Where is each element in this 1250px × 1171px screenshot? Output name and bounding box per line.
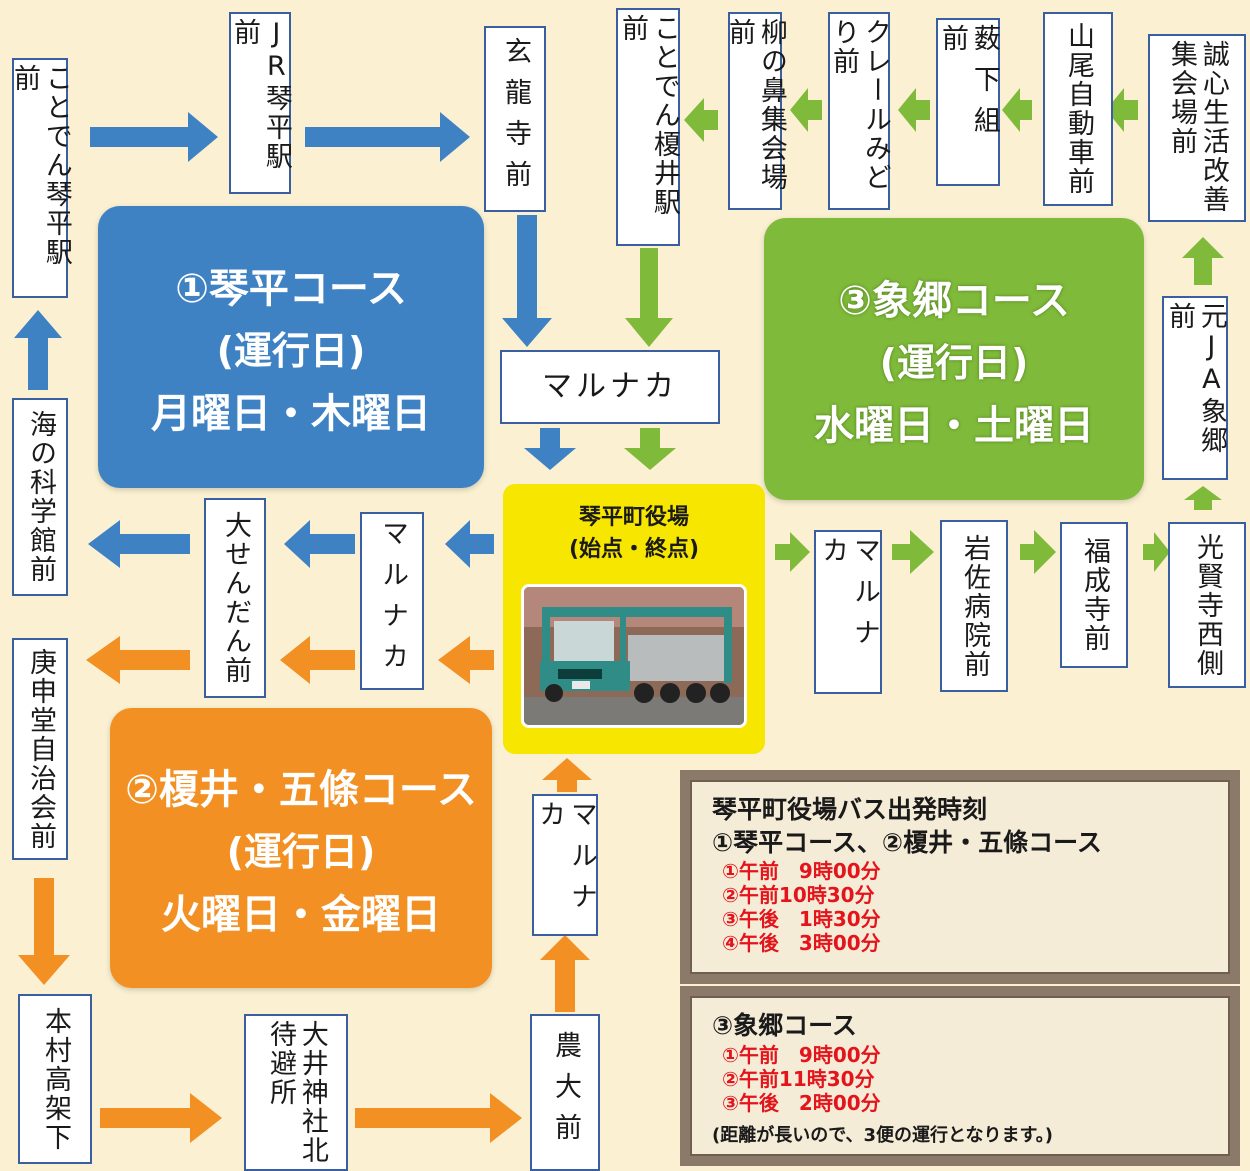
arrow-orange-8 <box>542 758 592 792</box>
arrow-orange-3 <box>86 636 190 684</box>
course-zogo-days: 水曜日・土曜日 <box>814 402 1094 449</box>
stop-seishin: 誠心生活改善集会場前 <box>1148 34 1246 222</box>
arrow-orange-2 <box>280 636 355 684</box>
course-kotohira-days: 月曜日・木曜日 <box>151 390 431 437</box>
course-kotohira-name: ①琴平コース <box>175 265 407 312</box>
timetable-time: ①午前 9時00分 <box>722 859 881 883</box>
course-enai-gojo-days-label: (運行日) <box>226 829 376 874</box>
course-zogo-panel: ③象郷コース (運行日) 水曜日・土曜日 <box>764 218 1144 500</box>
arrow-blue-5 <box>445 520 494 568</box>
hub-subtitle: (始点・終点) <box>568 536 700 562</box>
timetable-time: ②午前10時30分 <box>722 883 875 907</box>
timetable-course-3: ③象郷コース <box>712 1011 857 1040</box>
stop-honmura: 本村高架下 <box>18 994 92 1164</box>
arrow-blue-1 <box>90 112 218 162</box>
timetable-board-1: 琴平町役場バス出発時刻 ①琴平コース、②榎井・五條コース ①午前 9時00分 ②… <box>680 770 1240 984</box>
course-enai-gojo-days: 火曜日・金曜日 <box>161 891 441 938</box>
arrow-green-12 <box>790 88 822 132</box>
arrow-green-7 <box>1184 486 1222 510</box>
arrow-green-5 <box>1020 530 1056 574</box>
course-zogo-days-label: (運行日) <box>879 340 1029 385</box>
bus-photo <box>521 584 747 728</box>
timetable-courses-1-2: ①琴平コース、②榎井・五條コース <box>712 827 1102 857</box>
timetable-title: 琴平町役場バス出発時刻 <box>712 795 988 824</box>
stop-yabushita: 薮下組前 <box>936 18 1000 186</box>
stop-koshindo: 庚申堂自治会前 <box>12 638 68 860</box>
stop-marunaka-right: マルナカ <box>814 530 882 694</box>
stop-marunaka-left: マルナカ <box>360 512 424 690</box>
stop-oi-jinja: 大井神社北待避所 <box>244 1014 348 1171</box>
arrow-green-10 <box>1002 88 1032 132</box>
arrow-blue-4 <box>524 428 576 470</box>
arrow-orange-7 <box>540 935 590 1012</box>
stop-iwasa: 岩佐病院前 <box>940 520 1008 692</box>
arrow-green-2 <box>624 428 676 470</box>
arrow-blue-2 <box>305 112 470 162</box>
stop-jr-kotohira: JR琴平駅前 <box>229 12 292 194</box>
arrow-blue-8 <box>14 310 62 390</box>
stop-marunaka-bottom: マルナカ <box>532 794 598 936</box>
stop-yamao: 山尾自動車前 <box>1043 12 1113 206</box>
timetable-board-2: ③象郷コース ①午前 9時00分 ②午前11時30分 ③午後 2時00分 (距離… <box>680 986 1240 1166</box>
stop-yanagi: 柳の鼻集会場前 <box>724 12 787 210</box>
hub-title: 琴平町役場 <box>578 505 689 530</box>
arrow-orange-4 <box>18 878 70 985</box>
course-enai-gojo-panel: ②榎井・五條コース (運行日) 火曜日・金曜日 <box>110 708 492 988</box>
timetable-note: (距離が長いので、3便の運行となります。) <box>712 1124 1053 1146</box>
arrow-orange-1 <box>438 636 494 684</box>
arrow-green-1 <box>625 248 673 347</box>
course-enai-gojo-name: ②榎井・五條コース <box>125 766 477 813</box>
stop-marunaka-top: マルナカ <box>500 350 720 424</box>
arrow-blue-7 <box>88 520 190 568</box>
timetable-time: ②午前11時30分 <box>722 1066 875 1091</box>
timetable-time: ④午後 3時00分 <box>722 931 881 955</box>
timetable-time: ③午後 2時00分 <box>722 1090 881 1115</box>
timetable-time: ③午後 1時30分 <box>722 907 881 931</box>
stop-kotoden-kotohira: ことでん琴平駅前 <box>9 58 72 298</box>
arrow-green-11 <box>898 88 930 132</box>
arrow-orange-5 <box>100 1093 222 1143</box>
stop-daisendan: 大せんだん前 <box>204 498 266 698</box>
stop-kotoden-enai: ことでん榎井駅前 <box>616 8 680 246</box>
course-zogo-name: ③象郷コース <box>838 277 1070 324</box>
arrow-green-3 <box>775 532 810 572</box>
arrow-green-9 <box>1106 88 1138 132</box>
hub-town-office: 琴平町役場 (始点・終点) <box>503 484 765 754</box>
arrow-green-4 <box>892 530 934 574</box>
timetable-time: ①午前 9時00分 <box>722 1042 881 1067</box>
stop-moto-ja: 元JA象郷前 <box>1162 296 1228 480</box>
stop-crail: クレールみどり前 <box>828 12 891 210</box>
arrow-green-8 <box>1182 237 1224 285</box>
stop-genryuji: 玄龍寺前 <box>484 26 546 212</box>
stop-fukujoji: 福成寺前 <box>1060 522 1128 668</box>
course-kotohira-days-label: (運行日) <box>216 328 366 373</box>
stop-noudai: 農大前 <box>530 1014 600 1171</box>
course-kotohira-panel: ①琴平コース (運行日) 月曜日・木曜日 <box>98 206 484 488</box>
arrow-blue-3 <box>502 215 552 347</box>
arrow-orange-6 <box>355 1093 522 1143</box>
arrow-blue-6 <box>284 520 355 568</box>
stop-umi-kagakukan: 海の科学館前 <box>12 398 68 596</box>
arrow-green-6 <box>1143 532 1170 572</box>
arrow-green-13 <box>684 98 718 142</box>
stop-kokenji: 光賢寺西側 <box>1168 522 1246 688</box>
